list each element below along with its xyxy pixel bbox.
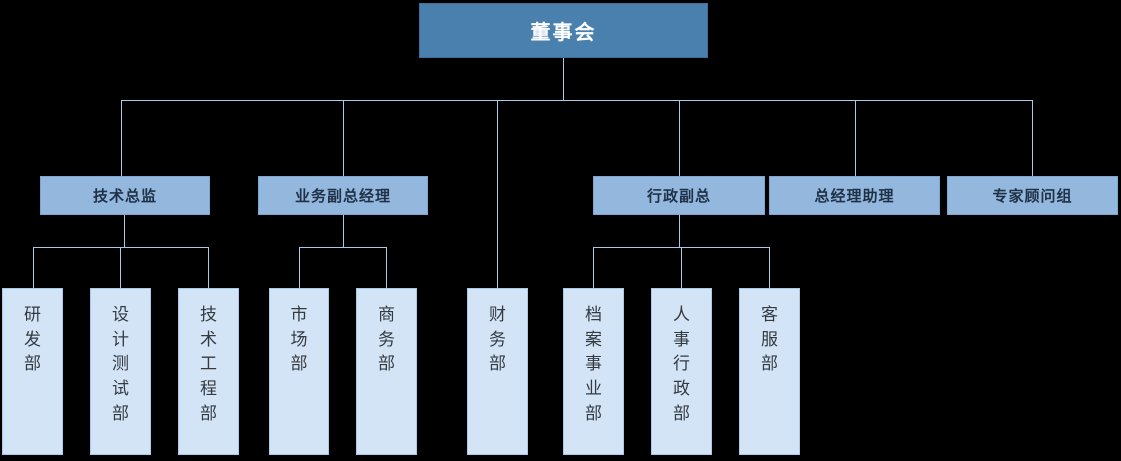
- connector-root-stem: [563, 58, 564, 100]
- node-label-char: 部: [585, 403, 602, 423]
- node-technical-director[interactable]: 技术总监: [40, 176, 210, 215]
- node-label-char: 研: [24, 305, 41, 324]
- node-label-char: 技: [200, 305, 217, 324]
- node-label-char: 事: [673, 329, 690, 349]
- node-label-vertical: 市场部: [291, 303, 308, 377]
- node-label-char: 发: [24, 329, 41, 349]
- node-customer-service-department[interactable]: 客服部: [739, 288, 800, 455]
- node-label-vertical: 客服部: [761, 303, 778, 377]
- node-rd-department[interactable]: 研发部: [2, 288, 63, 455]
- node-label-char: 部: [489, 354, 506, 374]
- node-business-vice-gm[interactable]: 业务副总经理: [258, 176, 428, 215]
- node-tech-engineering-department[interactable]: 技术工程部: [178, 288, 239, 455]
- node-label: 技术总监: [92, 188, 157, 205]
- connector-drop-biz: [343, 100, 344, 176]
- node-label-char: 行: [673, 354, 690, 374]
- connector-main-bus: [121, 100, 1033, 101]
- connector-biz-child-1: [299, 247, 300, 288]
- node-gm-assistant[interactable]: 总经理助理: [769, 176, 940, 215]
- node-label-char: 工: [200, 354, 217, 374]
- node-admin-vice-gm[interactable]: 行政副总: [593, 176, 765, 215]
- node-label-char: 务: [378, 329, 395, 349]
- node-label-char: 部: [200, 403, 217, 423]
- node-label-char: 测: [112, 354, 129, 374]
- node-label-char: 财: [489, 305, 506, 324]
- node-label-char: 程: [200, 378, 217, 398]
- connector-admin-child-2: [681, 247, 682, 288]
- node-label-vertical: 商务部: [378, 303, 395, 377]
- node-finance-department[interactable]: 财务部: [467, 288, 528, 455]
- node-label-char: 术: [200, 329, 217, 349]
- node-label-char: 档: [585, 305, 602, 324]
- connector-biz-child-2: [386, 247, 387, 288]
- node-label-vertical: 技术工程部: [200, 303, 217, 426]
- connector-biz-bus: [299, 247, 387, 248]
- node-hr-admin-department[interactable]: 人事行政部: [651, 288, 712, 455]
- connector-biz-stem: [343, 215, 344, 247]
- node-label-char: 商: [378, 305, 395, 324]
- node-label-char: 业: [585, 378, 602, 398]
- node-label-char: 试: [112, 378, 129, 398]
- node-label: 业务副总经理: [294, 188, 391, 205]
- node-label-char: 部: [761, 354, 778, 374]
- node-label-char: 部: [673, 403, 690, 423]
- connector-drop-tech: [121, 100, 122, 176]
- connector-tech-child-3: [208, 247, 209, 288]
- node-label-char: 政: [673, 378, 690, 398]
- node-label-char: 部: [378, 354, 395, 374]
- node-label-char: 人: [673, 305, 690, 324]
- node-label: 行政副总: [646, 188, 711, 205]
- node-label-char: 市: [290, 305, 308, 324]
- connector-drop-finance: [497, 100, 498, 288]
- connector-drop-assistant: [855, 100, 856, 176]
- node-archives-division[interactable]: 档案事业部: [563, 288, 624, 455]
- connector-admin-stem: [679, 215, 680, 247]
- node-label-char: 部: [290, 354, 308, 374]
- connector-admin-child-1: [593, 247, 594, 288]
- node-label-char: 服: [761, 329, 778, 349]
- connector-admin-child-3: [769, 247, 770, 288]
- node-label: 董事会: [530, 22, 597, 44]
- node-marketing-department[interactable]: 市场部: [269, 288, 329, 455]
- node-label-char: 案: [585, 329, 602, 349]
- connector-tech-bus: [33, 247, 209, 248]
- connector-tech-stem: [124, 215, 125, 247]
- node-label-vertical: 研发部: [24, 303, 41, 377]
- connector-tech-child-2: [120, 247, 121, 288]
- node-label-char: 事: [585, 354, 602, 374]
- node-board-of-directors[interactable]: 董事会: [419, 3, 708, 58]
- node-label-vertical: 设计测试部: [112, 303, 129, 426]
- node-label: 总经理助理: [814, 188, 895, 205]
- node-label-char: 设: [112, 305, 129, 324]
- node-label-vertical: 档案事业部: [585, 303, 602, 426]
- node-label-char: 客: [761, 305, 778, 324]
- node-design-test-department[interactable]: 设计测试部: [90, 288, 151, 455]
- node-label-char: 场: [290, 329, 308, 349]
- node-label-char: 部: [24, 354, 41, 374]
- node-label-char: 部: [112, 403, 129, 423]
- connector-drop-admin: [679, 100, 680, 176]
- connector-tech-child-1: [33, 247, 34, 288]
- node-label-vertical: 财务部: [489, 303, 506, 377]
- node-label-char: 务: [489, 329, 506, 349]
- node-label: 专家顾问组: [992, 188, 1073, 205]
- node-commerce-department[interactable]: 商务部: [356, 288, 417, 455]
- node-expert-advisory-group[interactable]: 专家顾问组: [947, 176, 1118, 215]
- connector-drop-experts: [1032, 100, 1033, 176]
- node-label-char: 计: [112, 329, 129, 349]
- node-label-vertical: 人事行政部: [673, 303, 690, 426]
